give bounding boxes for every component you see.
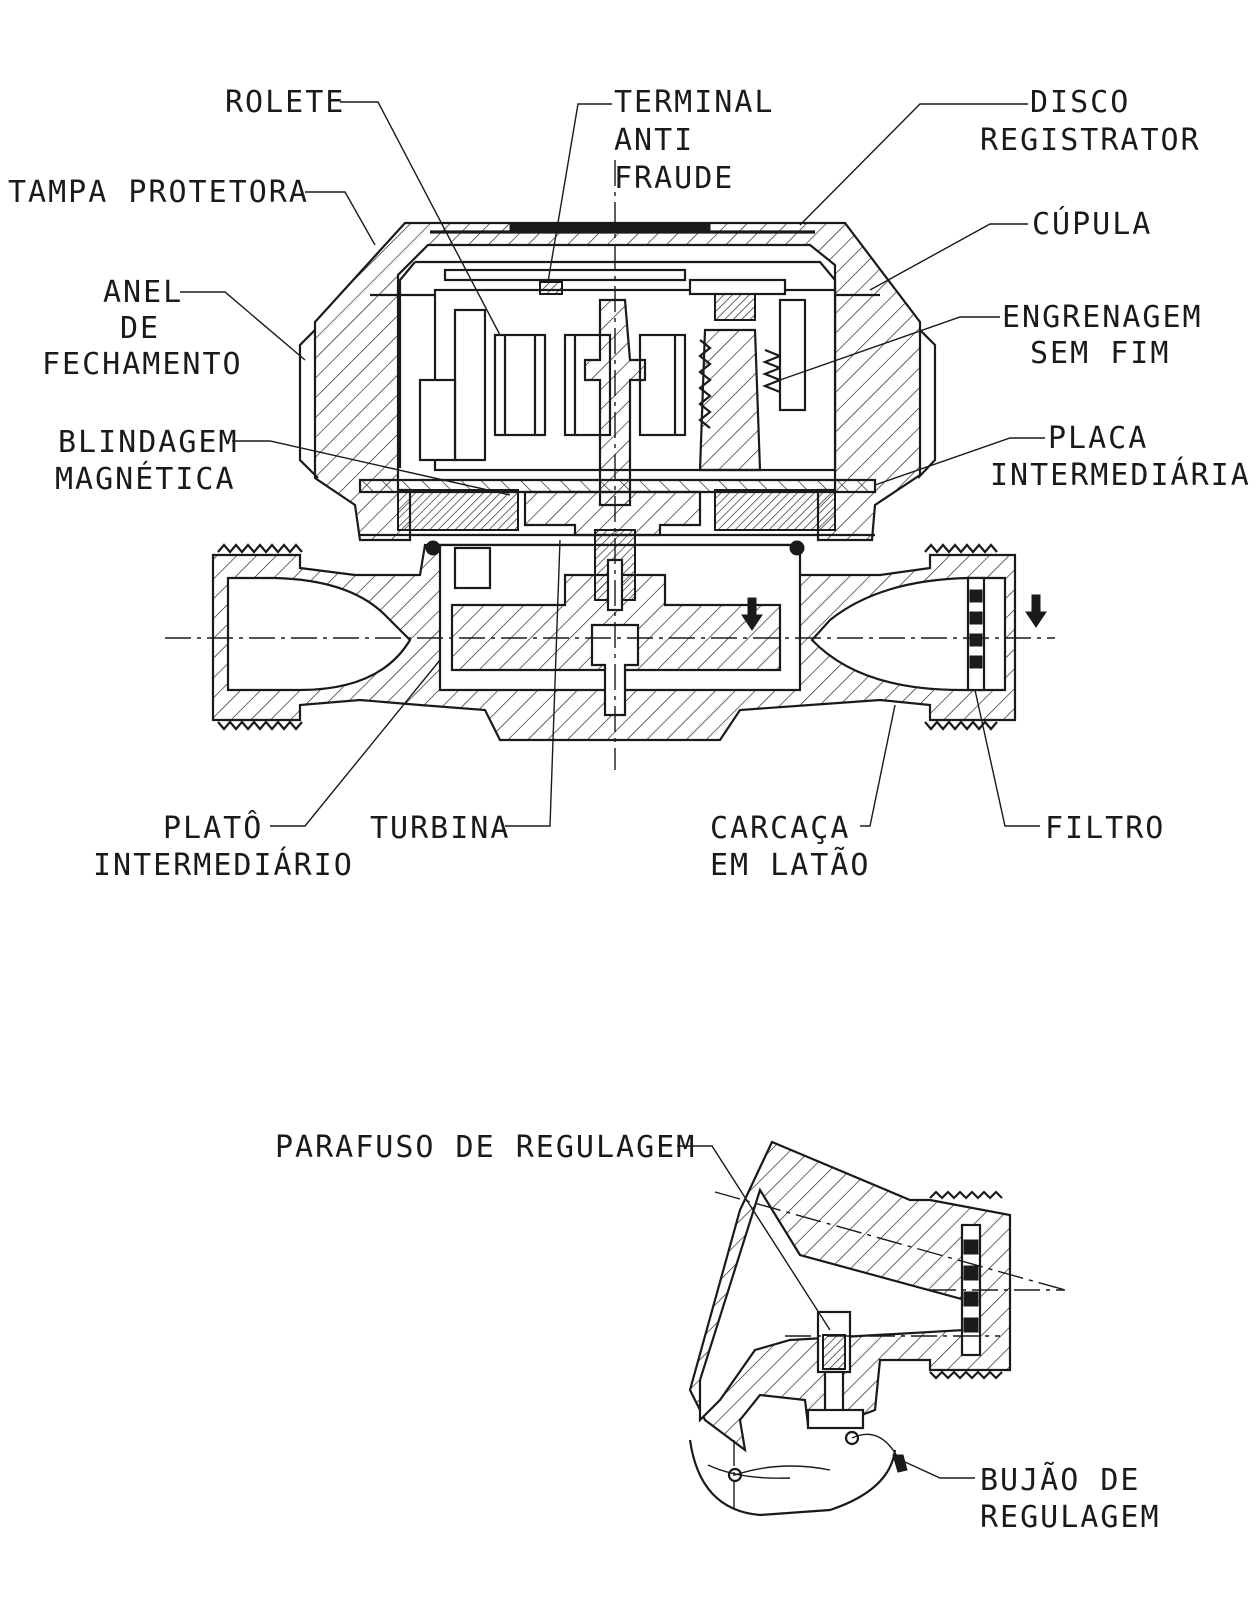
label-filtro: FILTRO	[1045, 811, 1165, 846]
gear-plate	[688, 278, 787, 296]
detail-lower-arm-inner	[707, 1464, 791, 1479]
flow-arrow	[741, 597, 763, 631]
label-registrator: REGISTRATOR	[980, 123, 1201, 158]
roller-shaft	[418, 378, 457, 462]
roller-shaft	[453, 308, 487, 462]
closing-ring-right	[917, 329, 937, 479]
label-intermediario: INTERMEDIÁRIO	[93, 847, 354, 883]
detail-filter-slot	[963, 1239, 979, 1255]
filter-slot	[969, 655, 983, 669]
roller	[493, 333, 547, 437]
labels-detail: PARAFUSO DE REGULAGEM BUJÃO DE REGULAGEM	[275, 1130, 1161, 1535]
intermediate-plateau	[453, 546, 492, 590]
magnetic-shield-left	[397, 489, 519, 531]
detail-filter-slot	[963, 1317, 979, 1333]
label-de: DE	[120, 311, 160, 346]
worm-gear	[688, 278, 807, 472]
roller-group	[418, 308, 687, 462]
label-fechamento: FECHAMENTO	[42, 347, 243, 382]
regulating-plug	[892, 1454, 908, 1473]
filter-slot	[969, 611, 983, 625]
detail-channel	[698, 1187, 967, 1423]
outlet-thread	[924, 543, 998, 731]
label-disco: DISCO	[1030, 85, 1130, 120]
register-window	[509, 223, 711, 231]
detail-filter-slot	[963, 1265, 979, 1281]
protective-cover	[313, 221, 922, 542]
label-anel: ANEL	[103, 275, 183, 310]
detail-lower-arm	[688, 1439, 897, 1517]
label-carcaca: CARCAÇA	[710, 811, 850, 846]
turbine	[450, 573, 782, 672]
water-meter-cross-section-drawing	[165, 160, 1055, 770]
label-intermediaria: INTERMEDIÁRIA	[990, 457, 1251, 493]
detail-filter-slot	[963, 1291, 979, 1307]
o-ring-left	[425, 540, 441, 556]
roller	[638, 333, 687, 437]
label-anti: ANTI	[614, 123, 694, 158]
register-disc	[443, 268, 687, 282]
leader-lines-detail	[677, 1145, 975, 1479]
label-sem-fim: SEM FIM	[1030, 336, 1170, 371]
regulating-screw-head	[806, 1408, 865, 1430]
shield-center	[523, 490, 702, 537]
detail-thread	[929, 1190, 1003, 1380]
anti-fraud-terminal	[539, 281, 563, 295]
worm-thread	[762, 348, 783, 394]
regulating-screw-stem	[823, 1370, 845, 1414]
label-plato: PLATÔ	[163, 809, 263, 846]
label-fraude: FRAUDE	[614, 161, 734, 196]
flow-arrow	[1025, 594, 1047, 628]
o-ring-right	[789, 540, 805, 556]
worm-thread	[698, 339, 712, 429]
filter	[966, 576, 986, 692]
label-placa: PLACA	[1048, 421, 1148, 456]
label-bujao-de: BUJÃO DE	[980, 1462, 1141, 1498]
gear-side	[778, 298, 807, 412]
filter-slot	[969, 589, 983, 603]
regulating-screw-detail-drawing	[688, 1140, 1066, 1517]
label-magnetica: MAGNÉTICA	[55, 461, 236, 497]
label-engrenagem: ENGRENAGEM	[1002, 300, 1203, 335]
label-regulagem: REGULAGEM	[980, 1500, 1161, 1535]
label-terminal: TERMINAL	[614, 85, 775, 120]
detail-axis	[714, 1191, 1066, 1291]
seal-wire	[734, 1433, 899, 1476]
magnetic-shield-right	[714, 489, 836, 531]
filter-slot	[969, 633, 983, 647]
label-parafuso-de-regulagem: PARAFUSO DE REGULAGEM	[275, 1130, 696, 1165]
inlet-channel	[226, 576, 412, 692]
leader-lines	[180, 101, 1045, 827]
label-tampa-protetora: TAMPA PROTETORA	[8, 175, 309, 210]
label-blindagem: BLINDAGEM	[58, 425, 239, 460]
outlet-channel	[810, 576, 1007, 692]
inlet-thread	[217, 543, 303, 731]
regulating-screw-core	[822, 1334, 846, 1370]
closing-ring	[298, 329, 319, 479]
label-rolete: ROLETE	[225, 85, 345, 120]
labels-main: ROLETE TERMINAL ANTI FRAUDE DISCO REGIST…	[8, 85, 1251, 883]
label-turbina: TURBINA	[370, 811, 510, 846]
label-cupula: CÚPULA	[1032, 205, 1152, 242]
label-em-latao: EM LATÃO	[710, 847, 871, 883]
worm-gear-body	[698, 328, 762, 472]
